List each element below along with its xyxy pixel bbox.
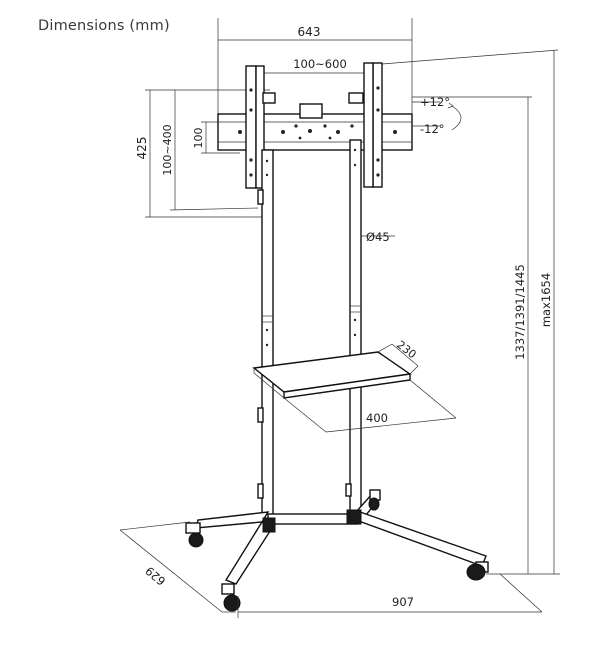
dimension-vesa-height: 100~400 bbox=[161, 90, 259, 211]
label-o45: Ø45 bbox=[366, 230, 390, 244]
caster-front-left bbox=[221, 583, 241, 612]
label-629: 629 bbox=[143, 564, 169, 589]
dimension-total-height: 1337/1391/1445 max1654 bbox=[381, 49, 560, 575]
label-100: 100 bbox=[192, 128, 205, 149]
label-total-height: 1337/1391/1445 bbox=[513, 264, 527, 360]
dimension-629: 629 bbox=[119, 521, 236, 613]
label-425: 425 bbox=[135, 137, 149, 160]
label-230: 230 bbox=[394, 338, 419, 361]
columns bbox=[257, 139, 362, 523]
vesa-bracket bbox=[217, 62, 413, 189]
label-643: 643 bbox=[298, 25, 321, 39]
dimension-diameter: Ø45 bbox=[361, 230, 395, 244]
dimension-643: 643 bbox=[217, 18, 413, 120]
label-tilt-up: +12° bbox=[420, 95, 450, 109]
casters bbox=[185, 489, 489, 612]
label-907: 907 bbox=[392, 595, 414, 609]
label-400: 400 bbox=[366, 411, 388, 425]
base bbox=[195, 492, 487, 585]
dimension-100: 100 bbox=[192, 121, 240, 154]
caster-back-left bbox=[185, 522, 204, 548]
label-max-height: max1654 bbox=[539, 273, 553, 327]
label-tilt-down: -12° bbox=[420, 122, 445, 136]
caster-back-right bbox=[368, 489, 381, 511]
tilt-indicator: +12° -12° bbox=[412, 95, 462, 136]
dimension-907: 907 bbox=[237, 573, 543, 618]
page-title: Dimensions (mm) bbox=[38, 18, 170, 34]
caster-front-right bbox=[466, 561, 489, 581]
label-100-400: 100~400 bbox=[161, 124, 174, 175]
label-100-600: 100~600 bbox=[293, 57, 347, 71]
